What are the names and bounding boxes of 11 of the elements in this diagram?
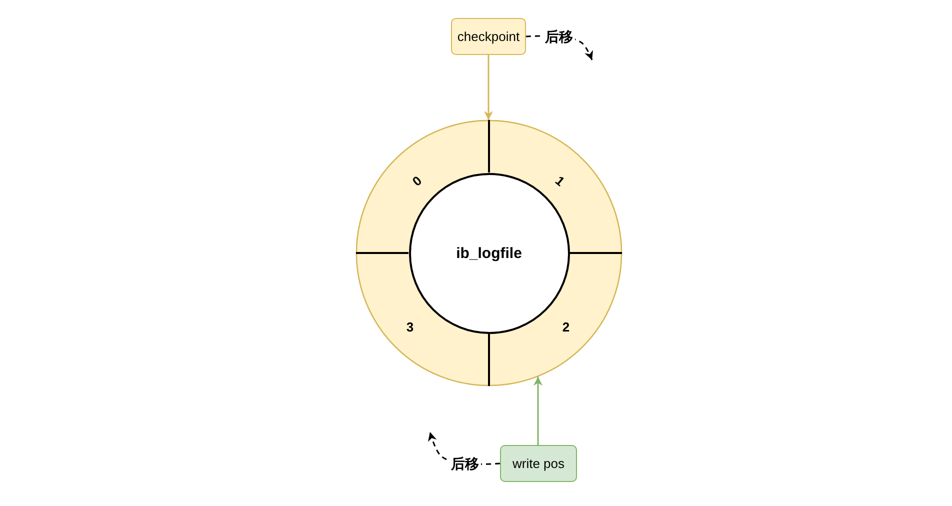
edge-label: 后移	[543, 28, 575, 46]
segment-number: 3	[406, 320, 414, 334]
segment-number: 1	[553, 174, 567, 188]
segment-number: 0	[410, 174, 424, 188]
process-box: write pos	[500, 445, 577, 482]
arrow	[534, 376, 542, 445]
process-box: checkpoint	[451, 18, 526, 55]
segment-number: 2	[562, 320, 570, 334]
log-ring	[356, 120, 622, 386]
arrow	[484, 55, 493, 120]
edge-label: 后移	[449, 456, 481, 472]
